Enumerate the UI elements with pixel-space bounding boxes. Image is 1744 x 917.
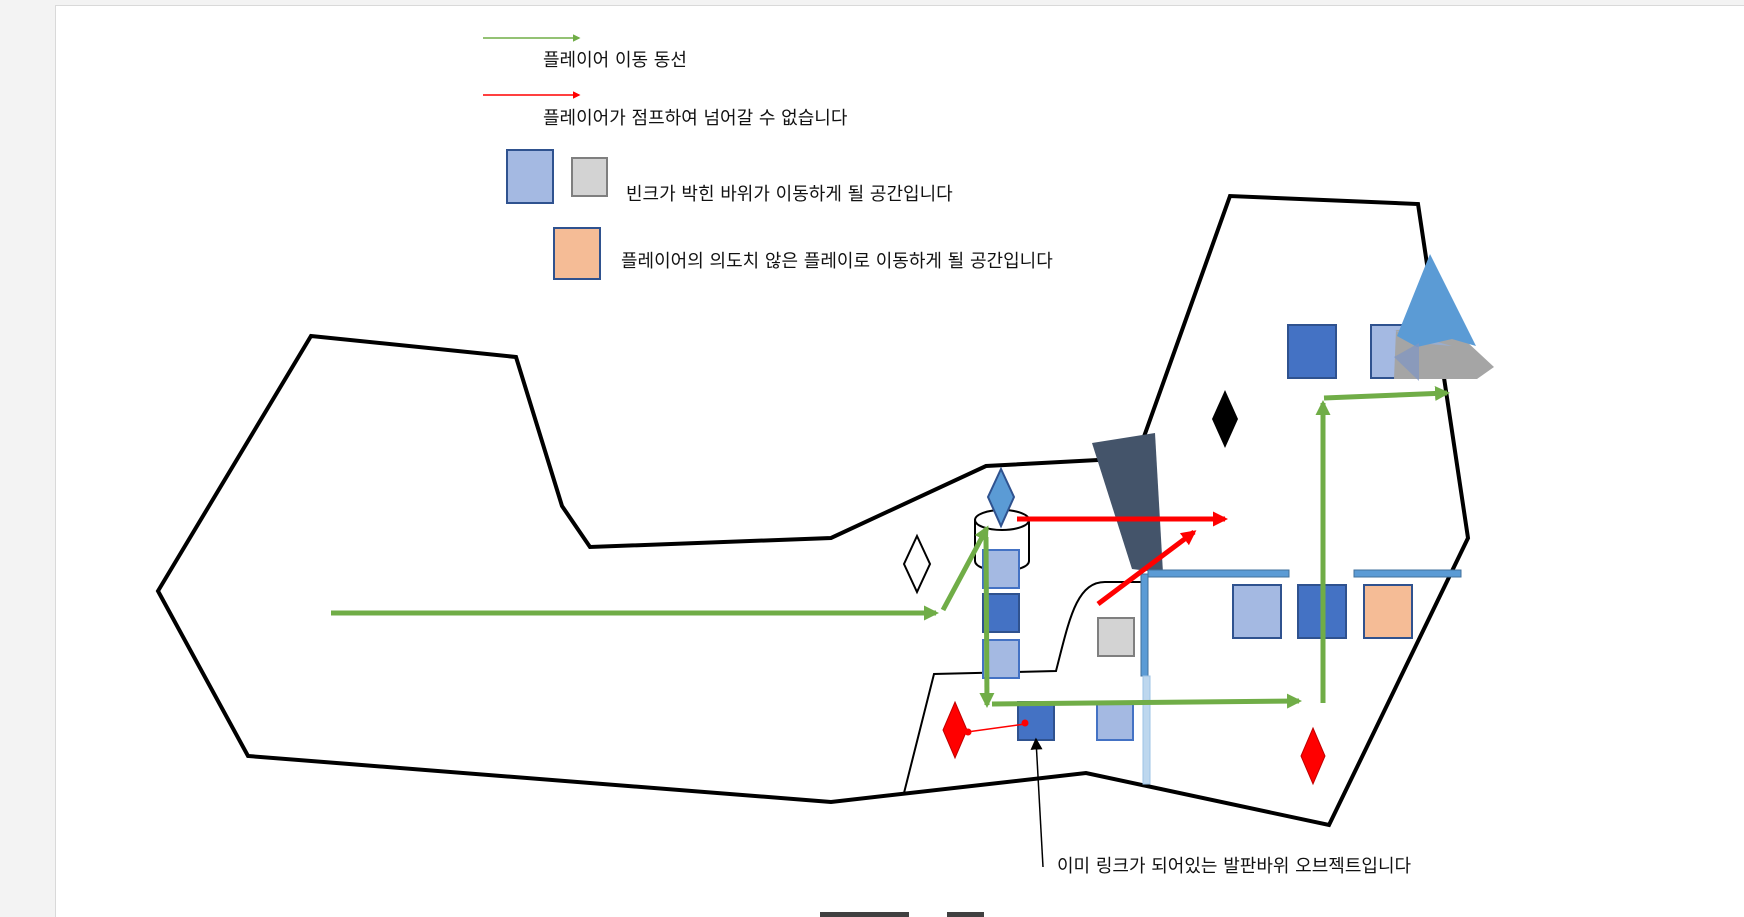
gray-rock-block (1097, 617, 1135, 657)
path-arrow-down-stack (979, 536, 995, 708)
floor-block-light (1096, 701, 1134, 741)
row-block-peach (1363, 584, 1413, 639)
black-diamond (1212, 390, 1238, 448)
upper-block-dark (1287, 324, 1337, 379)
path-arrow-floor (991, 693, 1302, 709)
pyramid-object (1394, 254, 1494, 381)
link-connector (964, 719, 1029, 736)
red-diamond-left (942, 700, 968, 760)
blocked-jump-diagonal (1096, 530, 1197, 606)
glass-bar-vertical (1142, 675, 1151, 785)
level-layout-diagram: 플레이어 이동 동선 플레이어가 점프하여 넘어갈 수 없습니다 빈크가 박힌 … (155, 34, 1494, 917)
slate-wall (1092, 433, 1163, 573)
legend-peach-block (553, 227, 601, 280)
row-block-light (1232, 584, 1282, 639)
document-page: 플레이어 이동 동선 플레이어가 점프하여 넘어갈 수 없습니다 빈크가 박힌 … (55, 5, 1744, 917)
path-arrow-up-cylinder (940, 525, 990, 612)
red-diamond-right (1300, 726, 1326, 786)
path-arrow-to-pyramid (1323, 385, 1450, 401)
legend-vink-rock-label: 빈크가 박힌 바위가 이동하게 될 공간입니다 (626, 184, 953, 205)
steel-bar-vertical (1140, 573, 1149, 677)
map-outline (155, 193, 1471, 828)
blue-diamond (986, 466, 1016, 529)
steel-bar-right (1353, 569, 1462, 578)
inner-ledge (903, 580, 1148, 794)
steel-bar-left (1147, 569, 1290, 578)
legend-unintended-label: 플레이어의 의도치 않은 플레이로 이동하게 될 공간입니다 (621, 251, 1053, 272)
stack-block-light-top (982, 549, 1020, 589)
legend-gray-block (571, 157, 608, 197)
legend-cannot-jump-label: 플레이어가 점프하여 넘어갈 수 없습니다 (543, 108, 848, 129)
callout-linked-plate-label: 이미 링크가 되어있는 발판바위 오브젝트입니다 (1057, 856, 1412, 877)
callout-pointer (1030, 737, 1044, 868)
white-diamond (902, 533, 932, 595)
legend-player-path-label: 플레이어 이동 동선 (543, 50, 687, 71)
legend-blue-block (506, 149, 554, 204)
bottom-scroll-stub[interactable] (820, 912, 984, 917)
